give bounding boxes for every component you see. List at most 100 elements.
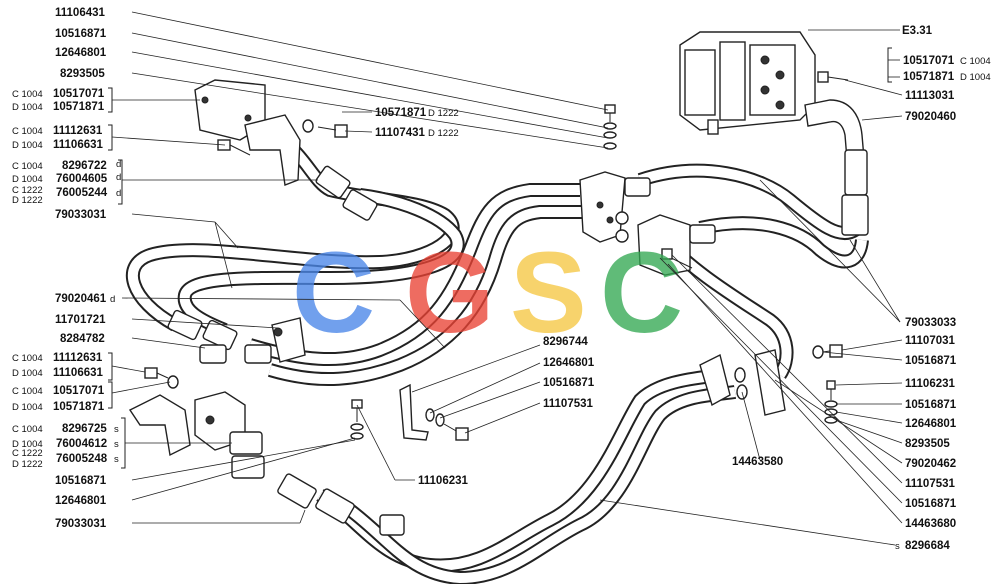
hose-end-lower-left-d — [315, 488, 355, 524]
label-prefix-s-right: s — [895, 541, 900, 552]
watermark-letter-c1: C — [292, 229, 375, 357]
bolt-11113031 — [817, 71, 849, 83]
label-suffix-d-c: d — [116, 188, 121, 199]
watermark-letter-s: S — [510, 229, 587, 357]
bolt-11107431 — [302, 119, 348, 138]
hose-end-lower-left-e — [379, 514, 405, 536]
label-suffix-d1222-a: D 1222 — [428, 108, 459, 119]
label-10516871-right-a: 10516871 — [905, 355, 957, 367]
bolt-stack-lower-center — [350, 399, 364, 440]
parts-group — [128, 31, 869, 536]
coupling-adapter — [624, 177, 651, 197]
bracket-14463580 — [699, 353, 731, 407]
label-10516871-bottom: 10516871 — [55, 475, 107, 487]
label-79033031-top: 79033031 — [55, 209, 107, 221]
label-11106231-right: 11106231 — [905, 378, 956, 390]
label-11107531-center: 11107531 — [543, 398, 594, 410]
label-suffix-d-a: d — [116, 159, 121, 170]
label-10516871-center: 10516871 — [543, 377, 595, 389]
labels-left: 11106431 10516871 12646801 8293505 C 100… — [12, 7, 121, 530]
bolt-11107531-center — [425, 408, 469, 441]
leader-lines — [111, 11, 903, 546]
watermark-letter-g: G — [405, 229, 494, 357]
bolt-stack-top-center — [603, 104, 617, 150]
label-76005244: 76005244 — [56, 187, 108, 199]
label-variant-d1004-e: D 1004 — [12, 402, 43, 413]
label-11112631-top: 11112631 — [53, 125, 103, 137]
label-14463580: 14463580 — [732, 456, 783, 468]
label-variant-c1222-a: C 1222 — [12, 185, 43, 196]
label-79033031-bottom: 79033031 — [55, 518, 107, 530]
label-10517071-right: 10517071 — [903, 55, 955, 67]
label-10571871-right: 10571871 — [903, 71, 955, 83]
label-79033033: 79033033 — [905, 317, 956, 329]
bolt-lower-left — [144, 367, 179, 389]
hose-end-upper-left-b — [342, 189, 378, 221]
label-variant-d1222-b: D 1222 — [12, 459, 43, 470]
label-8293505-right: 8293505 — [905, 438, 950, 450]
label-suffix-d-b: d — [116, 172, 121, 183]
label-variant-d1004-d: D 1004 — [12, 368, 43, 379]
hose-end-mid-left-c — [199, 344, 227, 364]
control-valve-block — [679, 31, 816, 135]
label-11106231-center: 11106231 — [418, 475, 469, 487]
label-76004605: 76004605 — [56, 173, 108, 185]
label-79020460: 79020460 — [905, 111, 956, 123]
label-10571871-mid: 10571871 — [53, 401, 105, 413]
label-10516871-right-c: 10516871 — [905, 498, 957, 510]
hose-end-mid-right — [689, 224, 716, 244]
label-variant-d1004-a: D 1004 — [12, 102, 43, 113]
hose-end-lower-left-c — [277, 473, 317, 509]
label-8284782: 8284782 — [60, 333, 105, 345]
label-12646801-right: 12646801 — [905, 418, 957, 430]
label-10517071-mid: 10517071 — [53, 385, 105, 397]
label-10516871-top: 10516871 — [55, 28, 107, 40]
label-suffix-s-a: s — [114, 424, 119, 435]
hose-end-lower-left-b — [231, 455, 265, 479]
label-11107031: 11107031 — [905, 335, 956, 347]
label-11107431: 11107431 — [375, 127, 426, 139]
hose-end-right-b — [841, 194, 869, 236]
label-suffix-s-c: s — [114, 454, 119, 465]
hose-end-upper-left-a — [315, 165, 351, 199]
label-11113031: 11113031 — [905, 90, 955, 102]
label-79020462: 79020462 — [905, 458, 956, 470]
label-8296684: 8296684 — [905, 540, 950, 552]
label-8296725: 8296725 — [62, 423, 107, 435]
label-brackets — [108, 47, 892, 469]
label-variant-d1004-b: D 1004 — [12, 140, 43, 151]
label-8296744: 8296744 — [543, 336, 588, 348]
label-14463680: 14463680 — [905, 518, 956, 530]
bolt-upper-left — [217, 139, 251, 156]
labels-right: E3.31 10517071 C 1004 10571871 D 1004 11… — [895, 25, 991, 552]
label-10571871-left: 10571871 — [53, 101, 105, 113]
label-11107531-right: 11107531 — [905, 478, 956, 490]
clamp-11701721 — [271, 317, 306, 363]
elbow-flange-upper-left — [244, 114, 301, 186]
label-8296722: 8296722 — [62, 160, 107, 172]
hose-end-mid-left-d — [244, 344, 272, 364]
label-11112631-mid: 11112631 — [53, 352, 103, 364]
label-variant-d1222-a: D 1222 — [12, 195, 43, 206]
hose-end-right-a — [844, 149, 868, 196]
label-10517071-left: 10517071 — [53, 88, 105, 100]
label-suffix-d1004-right: D 1004 — [960, 72, 991, 83]
label-8293505-top: 8293505 — [60, 68, 105, 80]
label-variant-c1222-b: C 1222 — [12, 448, 43, 459]
hose-end-lower-left-a — [229, 431, 263, 455]
label-suffix-s-b: s — [114, 439, 119, 450]
bracket-8296744 — [399, 383, 429, 441]
label-12646801-bottom: 12646801 — [55, 495, 107, 507]
hose-end-mid-left-b — [202, 319, 238, 351]
labels-middle: 10571871 D 1222 11107431 D 1222 8296744 … — [375, 107, 783, 487]
label-variant-d1004-f: D 1004 — [12, 439, 43, 450]
label-76004612: 76004612 — [56, 438, 107, 450]
label-11701721: 11701721 — [55, 314, 106, 326]
label-suffix-d1222-b: D 1222 — [428, 128, 459, 139]
label-12646801-center: 12646801 — [543, 357, 595, 369]
label-variant-c1004-b: C 1004 — [12, 126, 43, 137]
label-11106431: 11106431 — [55, 7, 106, 19]
label-10516871-right-b: 10516871 — [905, 399, 957, 411]
flange-79020462 — [754, 349, 786, 416]
